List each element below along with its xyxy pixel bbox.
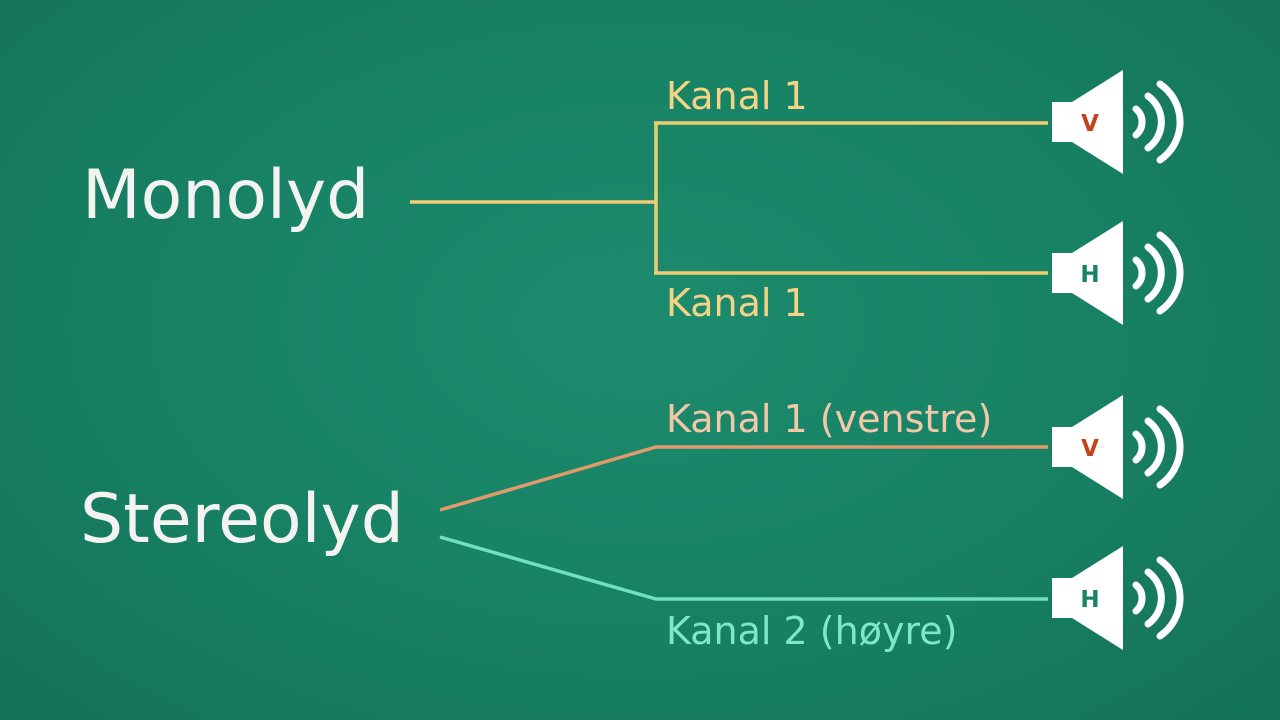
speaker-badge-left: V — [1081, 111, 1099, 137]
speaker-icon: H — [1052, 546, 1184, 650]
stereo-left-line — [439, 445, 1048, 512]
speaker-icon: V — [1052, 395, 1184, 499]
speaker-badge-right: H — [1080, 262, 1099, 288]
speaker-icon: H — [1052, 221, 1184, 325]
stereo-channel-left-label: Kanal 1 (venstre) — [666, 397, 993, 441]
stereo-channel-right-label: Kanal 2 (høyre) — [666, 609, 958, 653]
stereo-right-line — [439, 535, 1048, 601]
mono-channel-bottom-label: Kanal 1 — [666, 281, 808, 325]
speaker-badge-left: V — [1081, 436, 1099, 462]
mono-channel-top-label: Kanal 1 — [666, 74, 808, 118]
speaker-icon: V — [1052, 70, 1184, 174]
mono-title: Monolyd — [82, 156, 370, 235]
speaker-badge-right: H — [1080, 587, 1099, 613]
stereo-title: Stereolyd — [80, 480, 404, 559]
